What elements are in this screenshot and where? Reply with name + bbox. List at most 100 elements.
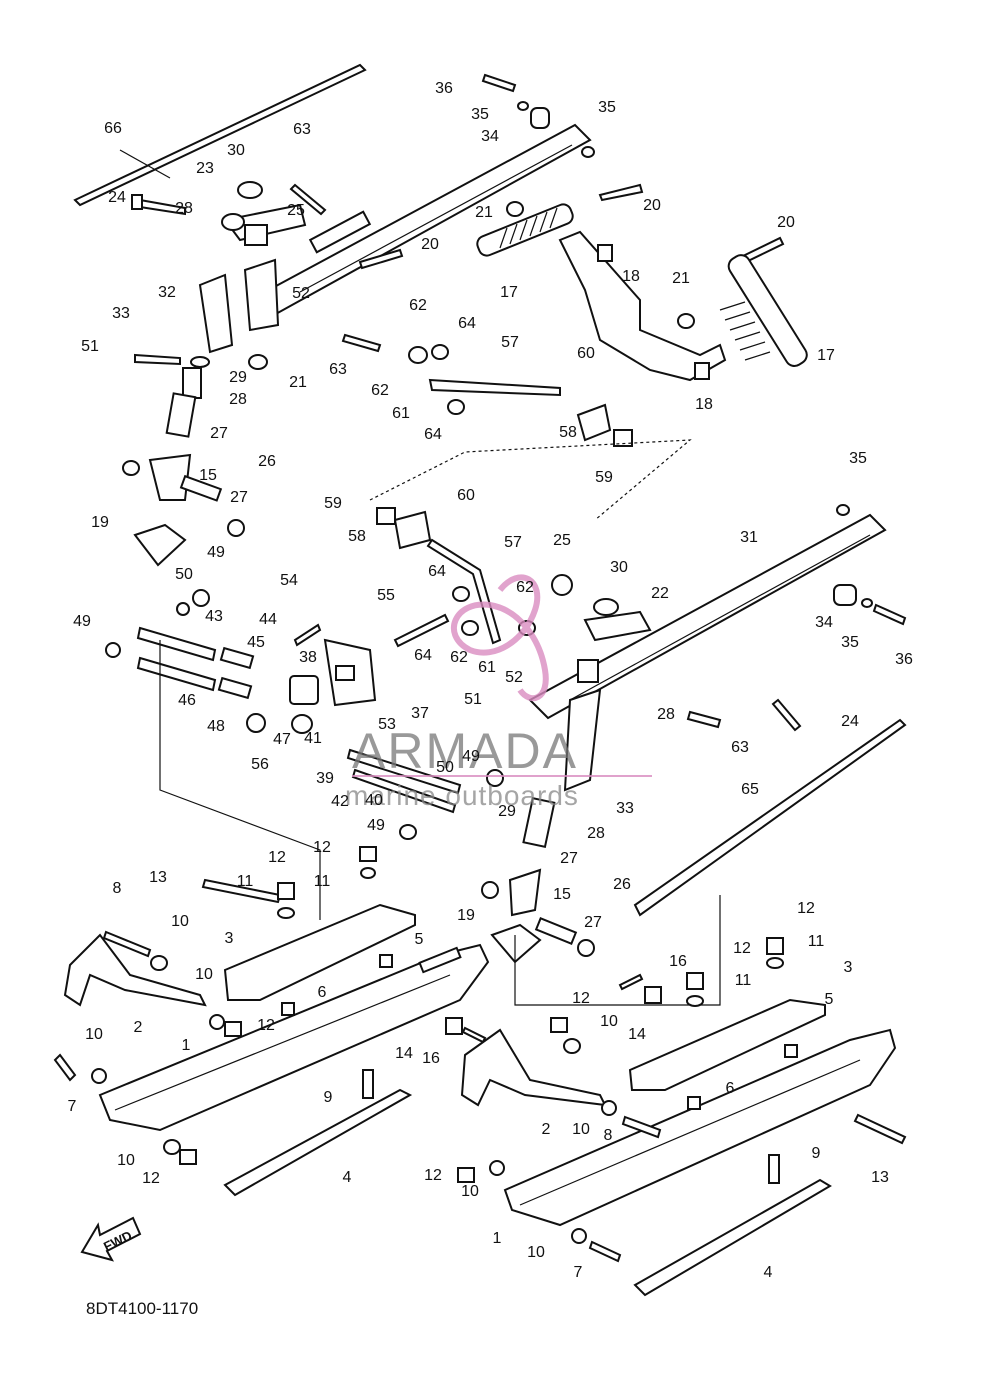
bolt-8b (621, 1115, 662, 1139)
mount-plate (243, 258, 280, 332)
washer-10c (91, 1068, 107, 1084)
callout-c29a: 29 (229, 369, 247, 386)
callout-c52b: 52 (505, 669, 523, 686)
callout-c63c: 63 (731, 739, 749, 756)
callout-c43: 43 (205, 608, 223, 625)
callout-c35b: 35 (598, 99, 616, 116)
spindle-housing-b (563, 688, 602, 792)
callout-c30a: 30 (227, 142, 245, 159)
callout-c10d: 10 (85, 1026, 103, 1043)
bolt-20a (598, 183, 644, 202)
callout-c10a: 10 (171, 913, 189, 930)
housing-32 (198, 273, 234, 354)
callout-c10b: 10 (195, 966, 213, 983)
nut-12g (550, 1017, 568, 1033)
tie-rod-57a (428, 378, 561, 397)
callout-c27d: 27 (584, 914, 602, 931)
callout-c66: 66 (104, 120, 122, 137)
callout-c28a: 28 (175, 200, 193, 217)
callout-c34a: 34 (481, 128, 499, 145)
callout-c49d: 49 (367, 817, 385, 834)
nut-21 (248, 354, 268, 370)
steering-arm-26b (508, 868, 542, 917)
callout-c20b: 20 (421, 236, 439, 253)
callout-c1b: 1 (493, 1230, 502, 1247)
callout-c61b: 61 (478, 659, 496, 676)
callout-c49a: 49 (207, 544, 225, 561)
washer-11a (277, 907, 295, 919)
washer-11d (686, 995, 704, 1007)
nut-41 (291, 714, 313, 734)
washer-10h (571, 1228, 587, 1244)
callout-c6b: 6 (726, 1080, 735, 1097)
callout-c12e: 12 (572, 990, 590, 1007)
callout-c59b: 59 (324, 495, 342, 512)
callout-c21c: 21 (289, 374, 307, 391)
callout-c63a: 63 (293, 121, 311, 138)
bolt-51 (134, 353, 181, 366)
nut-56 (246, 713, 266, 733)
nut-25 (551, 574, 573, 596)
washer-10a (150, 955, 168, 971)
pin-54 (293, 623, 322, 647)
callout-c8a: 8 (113, 880, 122, 897)
nut-12a (224, 1021, 242, 1037)
washer-10f (601, 1100, 617, 1116)
nut-12h (457, 1167, 475, 1183)
callout-c20c: 20 (777, 214, 795, 231)
callout-c26a: 26 (258, 453, 276, 470)
callout-c14b: 14 (395, 1045, 413, 1062)
callout-c28b: 28 (229, 391, 247, 408)
stud-9a (362, 1069, 374, 1099)
callout-c47: 47 (273, 731, 291, 748)
bolt-6b (687, 1096, 701, 1110)
callout-c10h: 10 (527, 1244, 545, 1261)
joint-38 (289, 675, 319, 705)
callout-c44: 44 (259, 611, 277, 628)
bolt-13a (201, 878, 282, 904)
left-ski-assembly (53, 846, 490, 1197)
callout-c9b: 9 (812, 1145, 821, 1162)
nut-12c (277, 882, 295, 900)
bolt-5b (784, 1044, 798, 1058)
plate-58 (576, 403, 612, 442)
runner-4a (223, 1088, 413, 1197)
callout-c22: 22 (651, 585, 669, 602)
callout-c56: 56 (251, 756, 269, 773)
spindle (165, 392, 197, 438)
bolt-head-24 (131, 194, 143, 210)
nut-14a (445, 1017, 463, 1035)
diagram-code: 8DT4100-1170 (86, 1299, 198, 1318)
bolt-63c (686, 710, 722, 729)
callout-c27b: 27 (230, 489, 248, 506)
ski-1b-edge (519, 1059, 861, 1206)
bolt-13b (853, 1113, 907, 1145)
pin-16a (461, 1026, 487, 1044)
cap-30 (237, 181, 263, 199)
washer-50 (176, 602, 190, 616)
callout-c53: 53 (378, 716, 396, 733)
rail-31 (528, 513, 887, 720)
washer-11b (360, 867, 376, 879)
callout-c63b: 63 (329, 361, 347, 378)
callout-c3b: 3 (844, 959, 853, 976)
callout-c62c: 62 (516, 579, 534, 596)
tie-rod-37 (346, 748, 462, 795)
bolt-63b (341, 333, 382, 353)
ski-1b (503, 1028, 897, 1227)
callout-c18b: 18 (695, 396, 713, 413)
bushing-34 (530, 107, 550, 129)
bolt-24b (771, 698, 802, 732)
callout-c65: 65 (741, 781, 759, 798)
nut-12e (766, 937, 784, 955)
callout-c39: 39 (316, 770, 334, 787)
bushing-34b (833, 584, 857, 606)
callout-c11d: 11 (735, 972, 752, 989)
callout-c37: 37 (411, 705, 429, 722)
pin-15 (179, 474, 223, 502)
callout-c20a: 20 (643, 197, 661, 214)
callout-c28d: 28 (587, 825, 605, 842)
callout-c64b: 64 (424, 426, 442, 443)
callout-c27a: 27 (210, 425, 228, 442)
callout-c41: 41 (304, 730, 322, 747)
